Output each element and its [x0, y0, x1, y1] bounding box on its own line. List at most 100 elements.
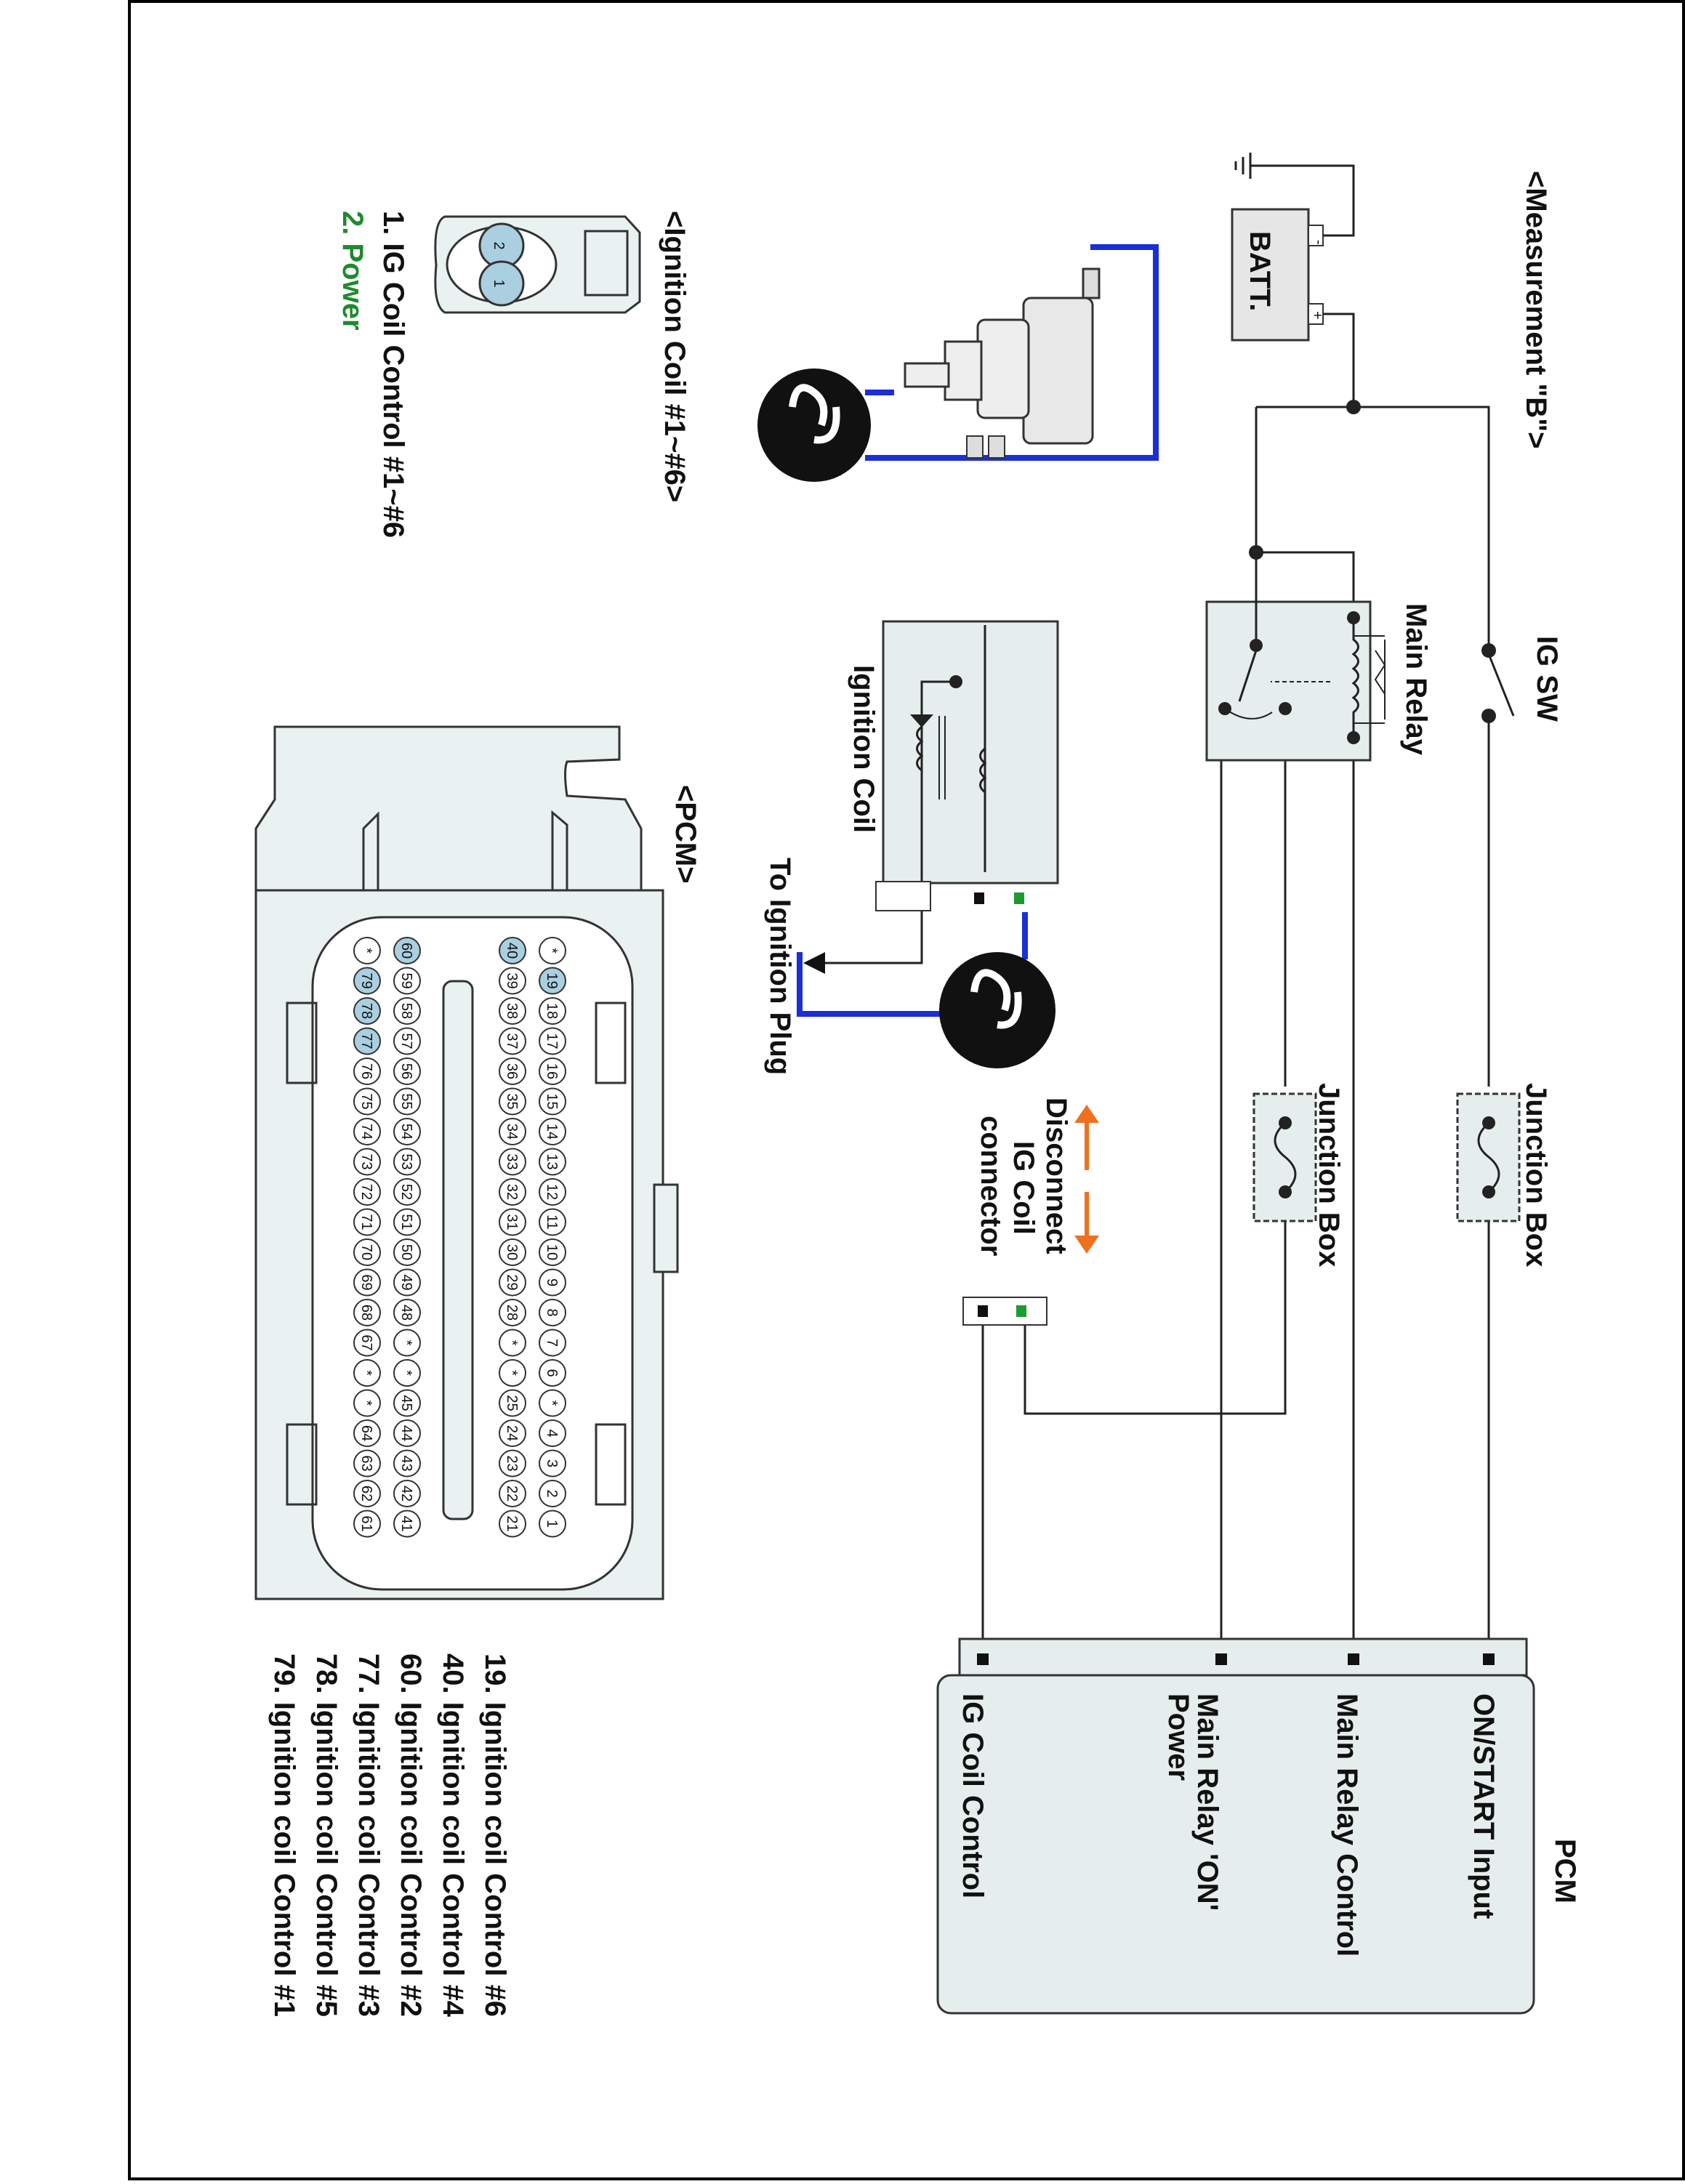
pcm-pin	[393, 967, 421, 995]
pcm-pin	[539, 1208, 566, 1236]
pcm-pin	[539, 967, 566, 995]
pcm-pin-label: *	[358, 1401, 374, 1406]
pcm-pin	[499, 1299, 526, 1326]
coil-connector-title: <Ignition Coil #1~#6>	[659, 211, 691, 502]
pcm-pin	[499, 1419, 526, 1447]
pcm-pin	[499, 1510, 526, 1538]
pcm-pin	[393, 1057, 421, 1085]
pcm-pin	[499, 1480, 526, 1507]
pcm-pin	[393, 1148, 421, 1176]
spark-plug-1	[757, 368, 871, 482]
pcm-pin	[539, 1419, 566, 1447]
pcm-pin-label: 60	[398, 943, 414, 959]
pcm-pin-label: 38	[504, 1003, 520, 1019]
pin-legend-item: 79. Ignition coil Control #1	[268, 1653, 300, 2017]
page-border	[128, 0, 1685, 2180]
pcm-pin	[393, 1389, 421, 1417]
pcm-pin-label: 3	[544, 1459, 560, 1467]
pcm-pin	[353, 1359, 381, 1387]
pcm-pin	[393, 1480, 421, 1507]
pcm-pin-label: 35	[504, 1093, 520, 1109]
pcm-pin	[539, 1027, 566, 1055]
pcm-pin-label: 32	[504, 1184, 520, 1200]
pcm-pin-label: 53	[398, 1153, 414, 1169]
pin-legend-item: 60. Ignition coil Control #2	[395, 1653, 427, 2017]
coil-pin-1	[478, 260, 525, 307]
pcm-pin	[539, 1449, 566, 1478]
pcm-pin-label: *	[398, 1370, 414, 1376]
pcm-pin-label: *	[398, 1340, 414, 1346]
pcm-pin-label: 62	[358, 1486, 374, 1502]
pcm-pin-label: 58	[398, 1003, 414, 1019]
pcm-pin	[393, 1268, 421, 1297]
pcm-input-power: Power	[1162, 1693, 1194, 1781]
pcm-pin-label: 44	[398, 1425, 414, 1441]
pcm-pin	[499, 1087, 526, 1116]
spark-plug-2: To Ignition Plug	[764, 858, 1055, 1075]
ignition-coil-picture	[757, 244, 1159, 482]
pcm-pin	[499, 1268, 526, 1297]
pcm-pin	[539, 1268, 566, 1297]
pcm-pin-label: 29	[504, 1274, 520, 1290]
pcm-pin-label: 13	[544, 1153, 560, 1169]
pcm-pin-label: 50	[398, 1244, 414, 1260]
pcm-pin	[499, 1449, 526, 1478]
pcm-pin-label: 64	[358, 1425, 374, 1441]
pcm-pin	[499, 937, 526, 964]
pcm-pin-label: 22	[504, 1486, 520, 1502]
coil-pin-1-label: 1. IG Coil Control #1~#6	[377, 211, 409, 538]
pcm-pin-label: 21	[504, 1515, 520, 1531]
pcm-pin	[539, 1480, 566, 1507]
pcm-pin	[539, 1510, 566, 1538]
pcm-pin	[353, 937, 381, 964]
pcm-pin	[499, 1389, 526, 1417]
pcm-pin-label: 73	[358, 1153, 374, 1169]
battery: BATT. - +	[1231, 208, 1327, 342]
pcm-pin-label: 9	[544, 1278, 560, 1286]
pcm-connector-face: *191817161514131211109876*43214039383736…	[254, 725, 679, 1600]
pcm-pin-label: 77	[358, 1033, 374, 1049]
pcm-pin-label: *	[358, 1370, 374, 1376]
pcm-pin-label: 18	[544, 1003, 560, 1019]
svg-text:+: +	[1309, 311, 1325, 320]
pcm-pin-label: 57	[398, 1033, 414, 1049]
pcm-input-on-start: ON/START Input	[1468, 1693, 1500, 1919]
measurement-title: <Measurement "B">	[1520, 171, 1552, 449]
pcm-pin	[393, 1087, 421, 1116]
pcm-pin-label: 55	[398, 1093, 414, 1109]
disconnect-line-1: Disconnect	[1040, 1097, 1072, 1254]
pcm-pin	[353, 1238, 381, 1266]
pcm-pin	[393, 1359, 421, 1387]
pcm-pin	[499, 1178, 526, 1206]
pcm-pin	[539, 1329, 566, 1357]
svg-text:1: 1	[491, 279, 507, 287]
pcm-block-title: PCM	[1549, 1839, 1581, 1903]
pcm-pin-label: 12	[544, 1184, 560, 1200]
pcm-pin	[393, 1329, 421, 1357]
pcm-pin	[353, 997, 381, 1025]
pcm-pin-label: 74	[358, 1124, 374, 1140]
pcm-pin	[353, 1510, 381, 1538]
pcm-pin-label: 15	[544, 1093, 560, 1109]
pcm-pin-label: 52	[398, 1184, 414, 1200]
ig-switch: IG SW	[1481, 636, 1563, 723]
pcm-pin	[539, 997, 566, 1025]
pcm-pin	[539, 1057, 566, 1085]
pcm-input-main-relay-on: Main Relay 'ON'	[1191, 1693, 1223, 1911]
pcm-pin	[353, 1057, 381, 1085]
pcm-pin	[539, 1118, 566, 1145]
junction-box-1: Junction Box	[1456, 1083, 1552, 1267]
ignition-coil-schematic: Ignition Coil	[848, 620, 1059, 911]
pcm-pin	[393, 937, 421, 964]
ig-sw-label: IG SW	[1531, 636, 1563, 722]
pcm-pin	[499, 1057, 526, 1085]
coil-connector-face: 2 1	[434, 215, 641, 314]
pcm-pin	[353, 1389, 381, 1417]
pcm-pin	[539, 1148, 566, 1176]
ground-symbol	[1234, 153, 1355, 237]
main-relay: Main Relay	[1205, 552, 1432, 762]
pcm-pin-label: 23	[504, 1455, 520, 1471]
pcm-pin-label: *	[544, 1401, 560, 1406]
pcm-pin-label: 25	[504, 1395, 520, 1411]
pcm-pin	[353, 1087, 381, 1116]
